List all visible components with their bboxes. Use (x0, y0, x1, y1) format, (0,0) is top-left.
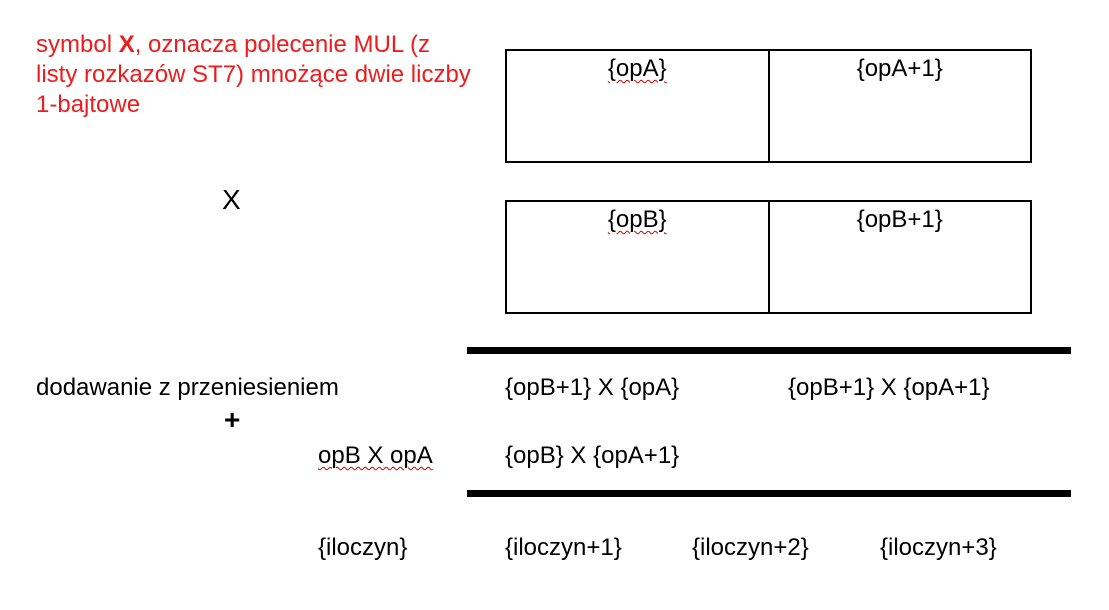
note-symbol: X (118, 31, 135, 58)
partial-product-3: {opB} X {opA+1} (505, 442, 680, 469)
opB1-cell: {opB+1} (767, 202, 1031, 312)
lower-divider (467, 490, 1071, 497)
partial-product-2: {opB+1} X {opA+1} (788, 374, 990, 401)
multiply-sign: X (222, 184, 241, 215)
note-prefix: symbol (36, 31, 119, 58)
opB1-label: {opB+1} (856, 206, 943, 233)
opA1-label: {opA+1} (856, 55, 943, 82)
opB-x-opA-label: opB X opA (318, 442, 433, 469)
opB-label: {opB} (607, 206, 667, 233)
carry-add-label: dodawanie z przeniesieniem (36, 374, 339, 401)
upper-divider (467, 347, 1071, 354)
note-text: , oznacza polecenie MUL (z listy rozkazó… (36, 31, 471, 118)
opA-cell: {opA} (507, 51, 768, 161)
partial-product-1: {opB+1} X {opA} (505, 374, 680, 401)
opB-cell: {opB} (507, 202, 768, 312)
description-note: symbol X, oznacza polecenie MUL (z listy… (36, 30, 476, 120)
operand-b-box: {opB} {opB+1} (505, 200, 1032, 314)
result-byte-3: {iloczyn+3} (880, 534, 997, 561)
result-byte-1: {iloczyn+1} (505, 534, 622, 561)
plus-sign: + (224, 404, 241, 435)
operand-a-box: {opA} {opA+1} (505, 49, 1032, 163)
result-byte-2: {iloczyn+2} (692, 534, 809, 561)
opA-label: {opA} (607, 55, 667, 82)
opA1-cell: {opA+1} (767, 51, 1031, 161)
result-byte-0: {iloczyn} (318, 534, 408, 561)
